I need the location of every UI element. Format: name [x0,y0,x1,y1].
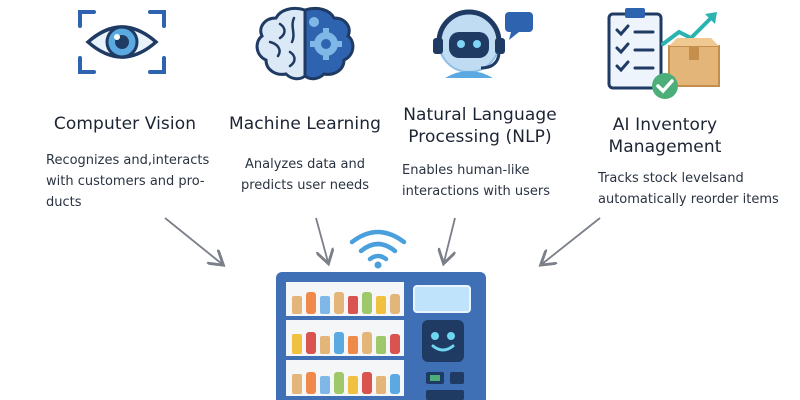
arrow-machine-learning [315,217,328,262]
feature-title-machine-learning: Machine Learning [229,114,381,134]
desc-line: Recognizes and,interacts [46,153,210,168]
shelf [286,316,404,400]
arrow-inventory [542,217,601,264]
desc-line: Tracks stock levelsand [598,171,744,186]
arrow-computer-vision [164,217,222,264]
desc-line: Enables human-like [402,163,530,178]
feature-title-nlp-line1: Natural Language [403,105,557,125]
feature-title-nlp-line2: Processing (NLP) [408,127,552,147]
robot-headset-icon [433,9,533,78]
wifi-icon [349,229,407,269]
feature-title-computer-vision: Computer Vision [53,114,197,134]
desc-line: interactions with users [402,184,551,199]
feature-title-inventory: AI Inventory Management [570,114,760,158]
feature-title-inventory-line1: AI Inventory [612,115,718,135]
feature-desc-machine-learning: Analyzes data and predicts user needs [225,154,385,196]
vending-machine [276,272,486,400]
eye-scan-icon [78,10,166,74]
desc-line: with customers and pro- [46,174,205,189]
desc-line: Analyzes data and [244,157,365,172]
brain-gear-icon [255,6,355,81]
desc-line: ducts [46,195,82,210]
feature-title-inventory-line2: Management [608,137,722,157]
feature-desc-inventory: Tracks stock levelsand automatically reo… [598,168,793,210]
arrow-nlp [444,217,456,262]
checklist-box-icon [607,8,720,99]
feature-title-nlp: Natural Language Processing (NLP) [385,104,575,148]
feature-desc-computer-vision: Recognizes and,interacts with customers … [46,150,236,213]
desc-line: automatically reorder items [598,192,779,207]
feature-desc-nlp: Enables human-like interactions with use… [402,160,582,202]
desc-line: predicts user needs [240,178,370,193]
